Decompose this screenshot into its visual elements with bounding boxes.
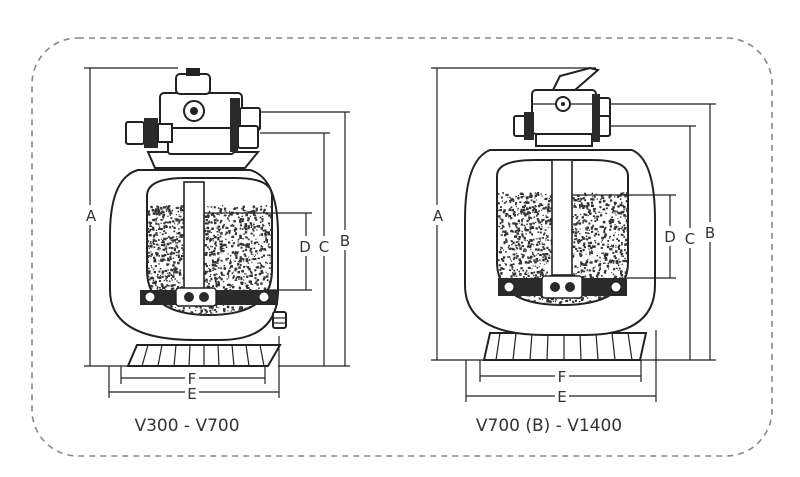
- left-filter-sand: [147, 205, 272, 315]
- right-base-ribs: [495, 332, 633, 361]
- left-dim-f: F: [188, 370, 197, 388]
- left-filter-caption: V300 - V700: [134, 416, 239, 436]
- right-valve-handle: [551, 66, 601, 91]
- right-filter-caption: V700 (B) - V1400: [476, 416, 622, 436]
- dashed-frame: [31, 37, 773, 457]
- left-dimension-lines: [84, 67, 350, 398]
- left-filter-drawing: [109, 68, 287, 367]
- right-standpipe: [551, 159, 573, 276]
- left-dim-a: A: [86, 207, 97, 225]
- left-standpipe: [183, 181, 205, 293]
- left-dim-d: D: [299, 238, 311, 256]
- left-dim-b: B: [340, 232, 350, 250]
- left-base-ribs: [141, 344, 265, 367]
- right-dim-d: D: [664, 228, 676, 246]
- right-dim-c: C: [685, 230, 695, 248]
- right-dim-a: A: [433, 207, 444, 225]
- right-dim-f: F: [558, 368, 567, 386]
- left-port-left: [125, 121, 145, 145]
- right-dim-e: E: [557, 388, 566, 406]
- right-dimension-lines: [431, 67, 716, 402]
- left-dim-e: E: [187, 385, 196, 403]
- left-valve-handle: [175, 73, 211, 95]
- right-filter-base: [482, 332, 648, 361]
- left-drain-plug: [272, 311, 287, 329]
- right-filter-drawing: [464, 66, 656, 361]
- left-dim-c: C: [319, 238, 329, 256]
- right-dim-b: B: [705, 224, 715, 242]
